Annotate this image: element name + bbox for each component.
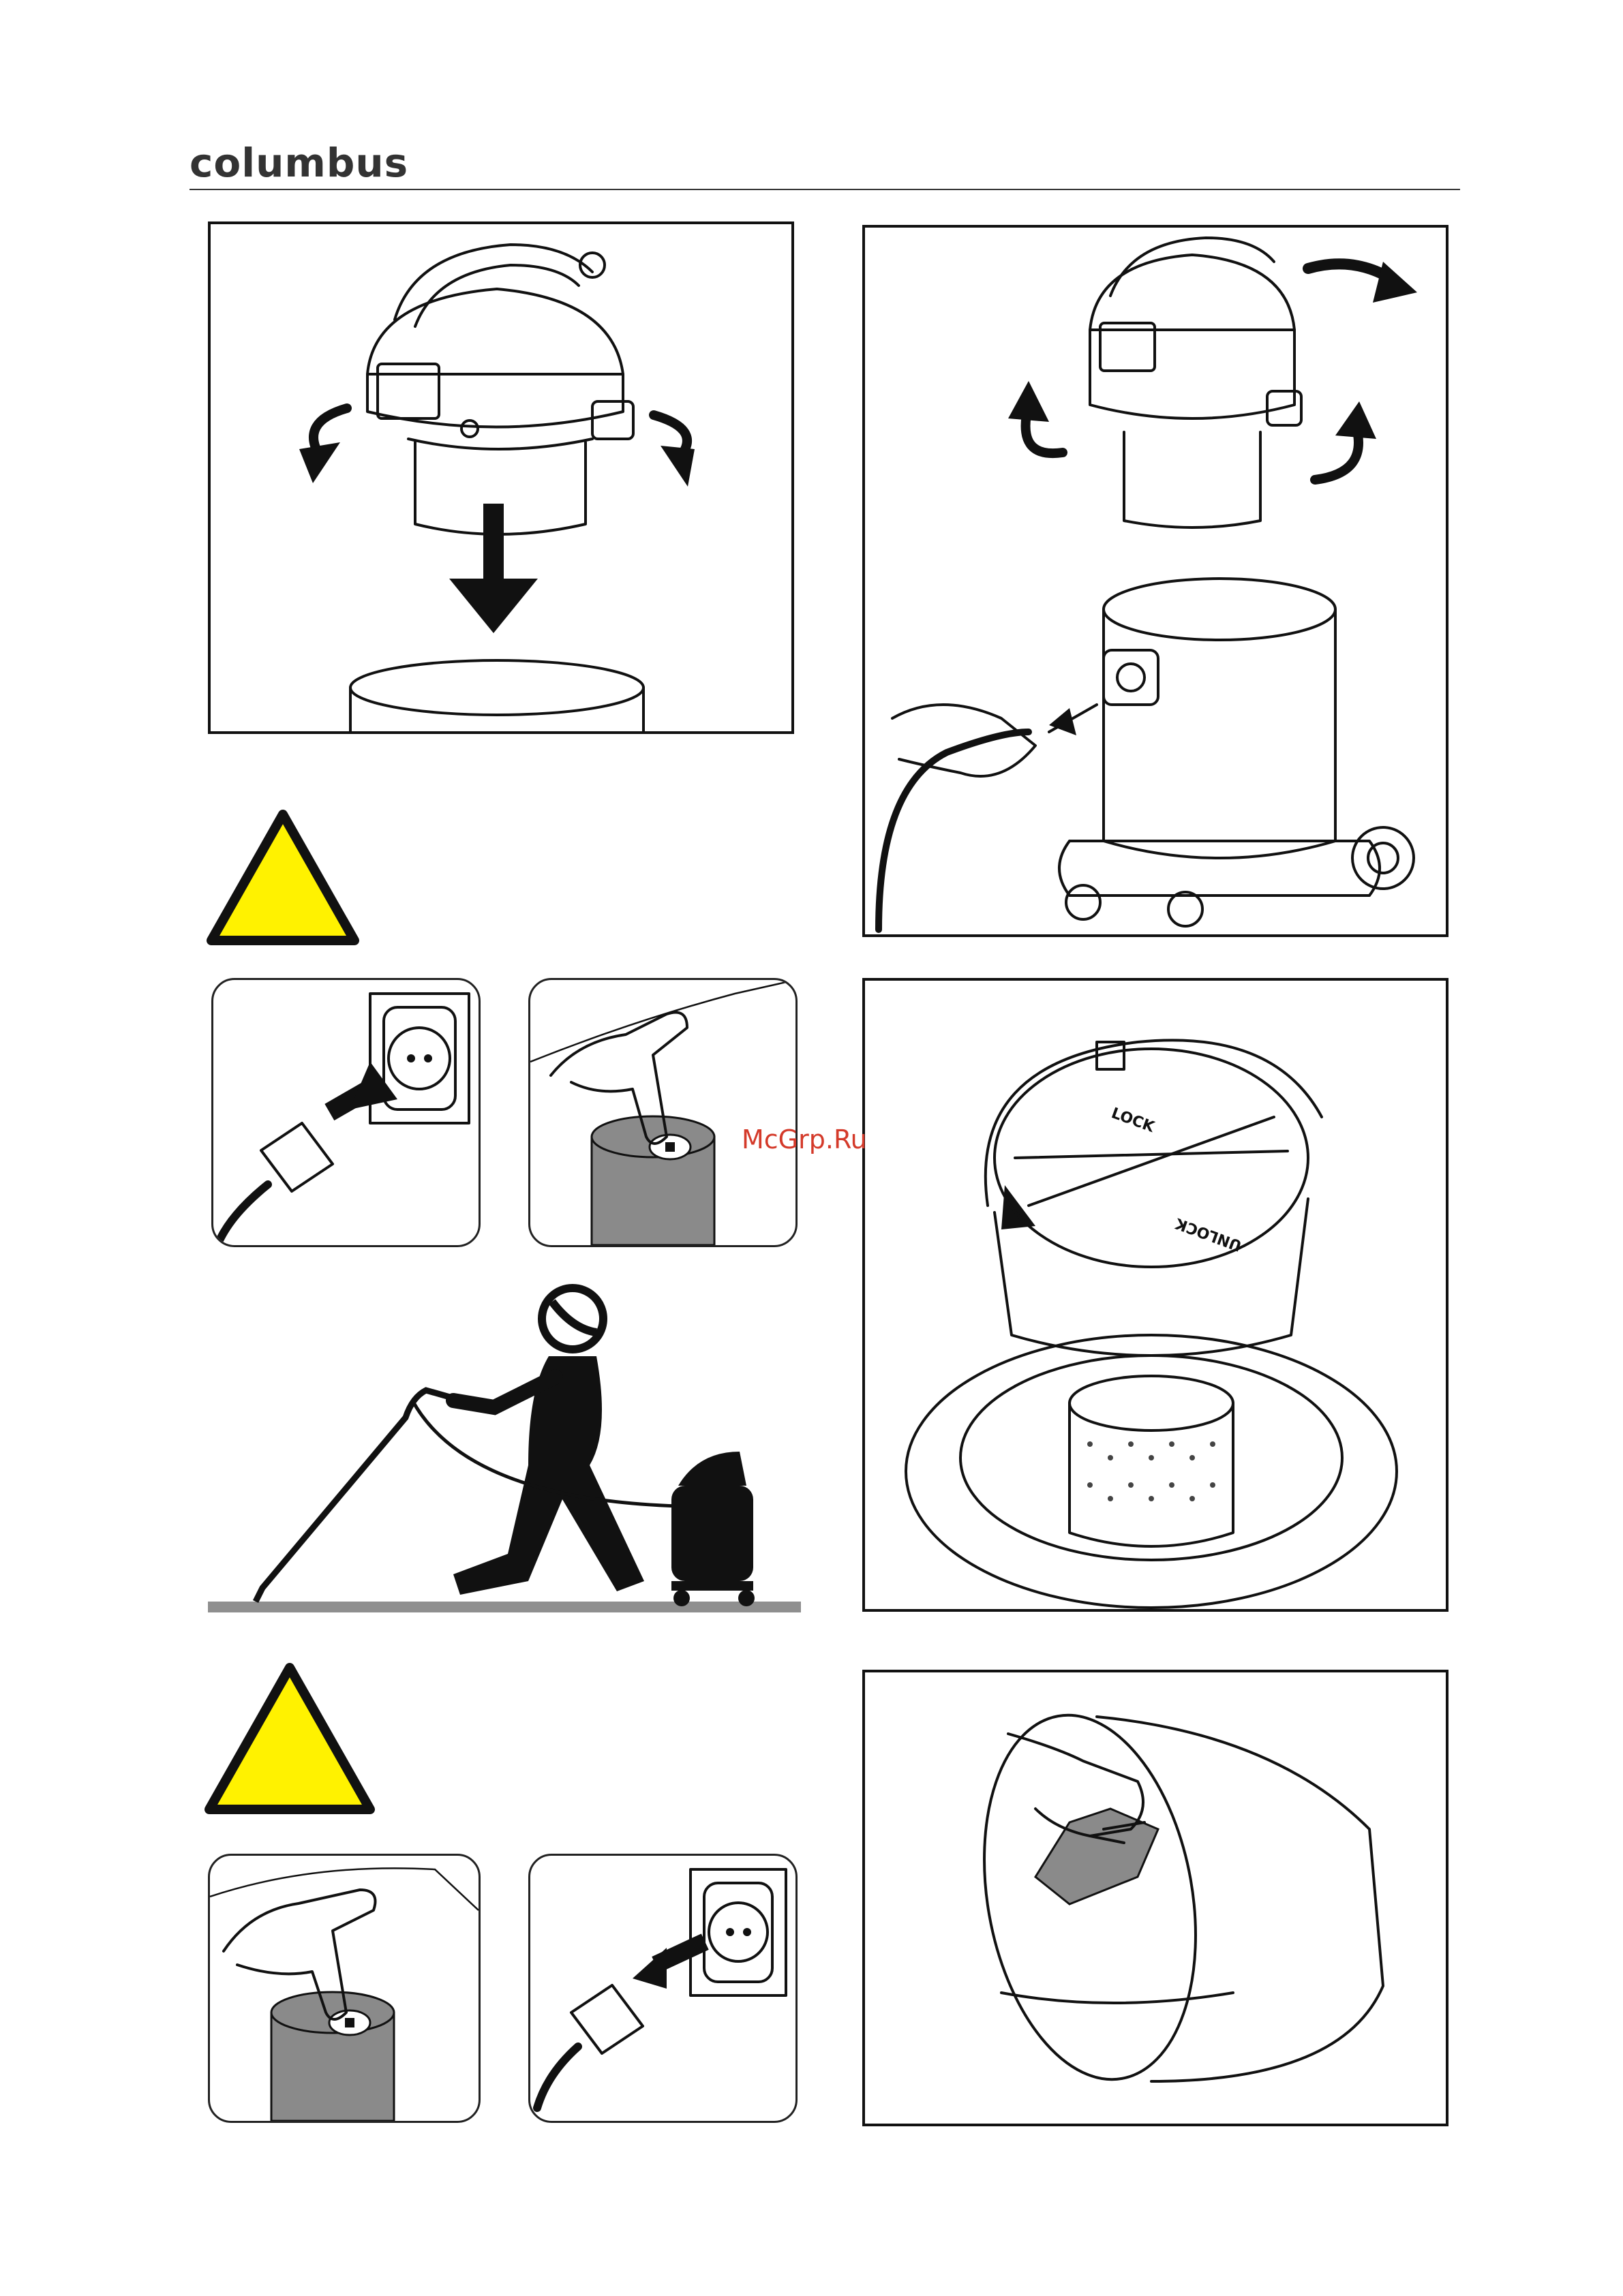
watermark: McGrp.Ru	[742, 1124, 867, 1154]
plug-icon	[220, 1123, 333, 1239]
warning-triangle-icon	[204, 808, 361, 951]
figure-power-off	[208, 1854, 481, 2123]
figure-remove-head	[208, 221, 794, 734]
header-rule	[189, 189, 1460, 190]
figure-unplug	[528, 1854, 798, 2123]
figure-filter-lock: LOCK UNLOCK	[862, 978, 1448, 1612]
lid-label-unlock: UNLOCK	[1172, 1214, 1244, 1254]
rotate-arrow-icon	[299, 442, 340, 483]
figure-person-vacuuming	[208, 1281, 801, 1615]
figure-power-on	[528, 978, 798, 1247]
figure-clean-container	[862, 1670, 1448, 2126]
figure-plug-in	[211, 978, 481, 1247]
brand-logo: columbus	[189, 140, 408, 186]
warning-triangle-icon	[201, 1659, 378, 1820]
rotate-arrow-icon	[1001, 1185, 1035, 1229]
figure-hose-connect	[862, 225, 1448, 937]
lid-label-lock: LOCK	[1109, 1105, 1157, 1136]
plug-icon	[537, 1985, 643, 2108]
